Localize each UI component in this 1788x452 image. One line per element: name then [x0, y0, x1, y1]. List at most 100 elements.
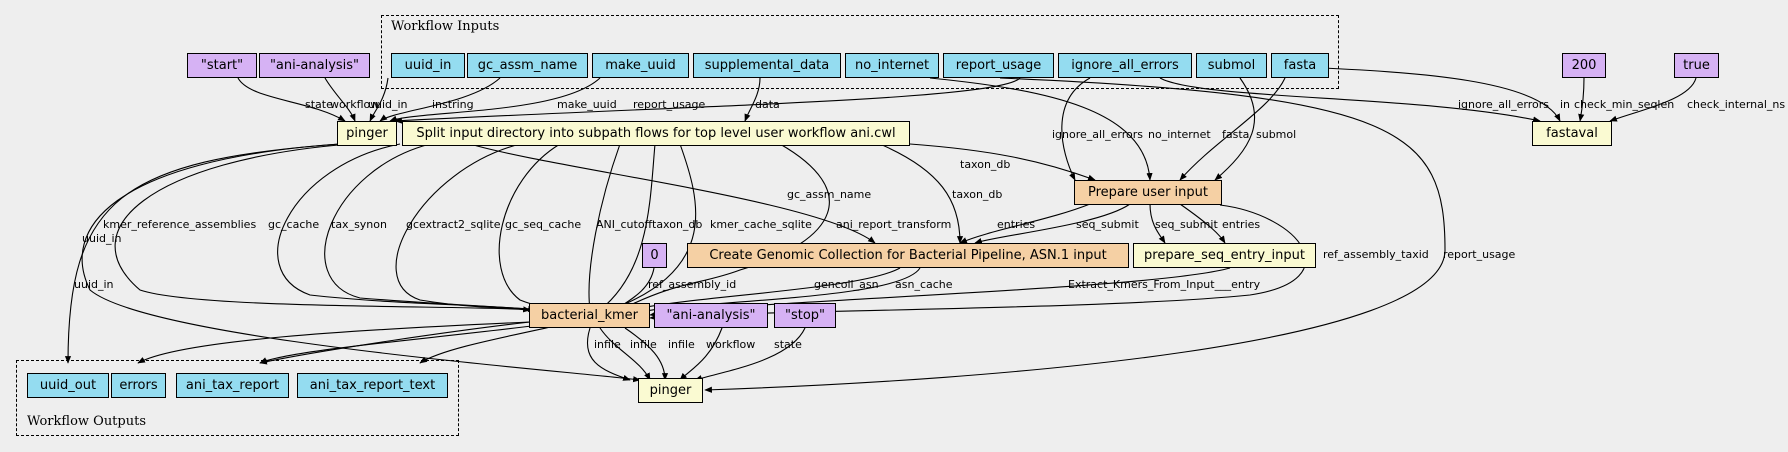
edge-label: asn_cache — [895, 278, 953, 291]
output-ani-tax-report[interactable]: ani_tax_report — [176, 373, 289, 398]
edge-label: instring — [432, 98, 474, 111]
input-make-uuid[interactable]: make_uuid — [592, 53, 689, 78]
edge-label: seq_submit — [1076, 218, 1139, 231]
edge-label: gencoll_asn — [814, 278, 879, 291]
edge-label: kmer_cache_sqlite — [710, 218, 812, 231]
edge-label: ani_report_transform — [836, 218, 951, 231]
edge-label: infile — [594, 338, 621, 351]
const-start[interactable]: "start" — [187, 53, 257, 78]
workflow-inputs-label: Workflow Inputs — [391, 19, 500, 34]
edge-report-pinger-bottom — [704, 77, 1446, 393]
edge-label: seq_submit — [1155, 218, 1218, 231]
input-report-usage[interactable]: report_usage — [943, 53, 1054, 78]
edge-label: state — [305, 98, 333, 111]
edge-split-cg-gcassm — [469, 143, 876, 244]
edge-pu-ps-seq — [1149, 203, 1166, 244]
input-gc-assm-name[interactable]: gc_assm_name — [467, 53, 588, 78]
edge-label: entries — [1222, 218, 1260, 231]
edge-label: gc_seq_cache — [505, 218, 581, 231]
input-no-internet[interactable]: no_internet — [845, 53, 939, 78]
edge-label: state — [774, 338, 802, 351]
edge-infile-2 — [599, 327, 651, 381]
edge-ignore-fastaval — [1159, 77, 1541, 123]
edge-label: infile — [630, 338, 657, 351]
edge-nointernet-pu — [929, 77, 1153, 181]
edge-label: submol — [1256, 128, 1296, 141]
workflow-inputs-cluster — [381, 15, 1339, 89]
edge-true-fastaval — [1609, 77, 1697, 122]
output-errors[interactable]: errors — [111, 373, 166, 398]
const-200[interactable]: 200 — [1562, 53, 1606, 78]
edge-200-fastaval — [1578, 77, 1585, 122]
edge-label: ANI_cutoff — [596, 218, 653, 231]
edge-pu-cg-entries — [959, 203, 1091, 244]
edge-label: gcextract2_sqlite — [406, 218, 501, 231]
output-ani-tax-report-text[interactable]: ani_tax_report_text — [297, 373, 448, 398]
edge-ani-tax-report2 — [259, 321, 531, 365]
edge-start-pinger — [237, 77, 346, 122]
edge-label: ignore_all_errors — [1458, 98, 1549, 111]
edge-label: workflow — [330, 98, 379, 111]
edge-state-bottom — [694, 327, 806, 382]
edge-uuid-pinger — [369, 77, 389, 122]
step-bacterial-kmer[interactable]: bacterial_kmer — [529, 303, 650, 328]
input-fasta[interactable]: fasta — [1271, 53, 1329, 78]
edge-label: ignore_all_errors — [1052, 128, 1143, 141]
edge-label: uuid_in — [82, 232, 122, 245]
edge-label: taxon_db — [652, 218, 702, 231]
edge-gcextract — [395, 143, 556, 313]
input-uuid-in[interactable]: uuid_in — [391, 53, 465, 78]
edge-tax-synon — [324, 143, 546, 313]
edge-supp-split — [744, 77, 761, 122]
edge-gc-pinger — [379, 77, 501, 122]
edge-label: ref_assembly_taxid — [1323, 248, 1429, 261]
edge-pu-ps-entries — [1179, 203, 1226, 244]
const-true[interactable]: true — [1674, 53, 1719, 78]
input-submol[interactable]: submol — [1196, 53, 1267, 78]
step-split-input[interactable]: Split input directory into subpath flows… — [402, 121, 910, 146]
edge-label: taxon_db — [952, 188, 1002, 201]
edge-ignore-pu — [1061, 77, 1091, 181]
edge-label: uuid_in — [74, 278, 114, 291]
edge-label: check_internal_ns — [1687, 98, 1785, 111]
step-pinger-bottom[interactable]: pinger — [638, 378, 703, 403]
output-uuid-out[interactable]: uuid_out — [27, 373, 109, 398]
edge-label: report_usage — [1443, 248, 1516, 261]
input-supplemental-data[interactable]: supplemental_data — [693, 53, 841, 78]
edge-pu-cg-seq — [974, 203, 1131, 244]
edge-split-cg-taxon — [879, 143, 964, 244]
edge-submol-pu — [1214, 77, 1256, 181]
const-ani-analysis[interactable]: "ani-analysis" — [259, 53, 370, 78]
edge-label: uuid_in — [368, 98, 408, 111]
edge-label: Extract_Kmers_From_Input___entry — [1068, 278, 1261, 291]
edge-uuid-pinger-bottom — [81, 143, 641, 383]
edge-label: entries — [997, 218, 1035, 231]
edge-label: kmer_reference_assemblies — [103, 218, 256, 231]
edge-split-pu — [909, 143, 1096, 181]
step-fastaval[interactable]: fastaval — [1532, 121, 1612, 146]
edge-errors — [137, 321, 531, 364]
edge-label: check_min_seqlen — [1574, 98, 1674, 111]
edge-kmer-cache — [609, 143, 697, 311]
edge-label: fasta — [1222, 128, 1249, 141]
edge-ani-tax-report-text — [419, 324, 561, 364]
edge-label: workflow — [706, 338, 755, 351]
step-prepare-seq-entry[interactable]: prepare_seq_entry_input — [1133, 243, 1316, 268]
edge-workflow-bottom — [679, 327, 723, 381]
const-ani-analysis-2[interactable]: "ani-analysis" — [654, 303, 768, 328]
input-ignore-all-errors[interactable]: ignore_all_errors — [1058, 53, 1192, 78]
const-stop[interactable]: "stop" — [774, 303, 836, 328]
edge-fasta-fastaval — [1299, 66, 1561, 122]
edge-infile-1 — [586, 327, 631, 381]
edge-label: gc_assm_name — [787, 188, 871, 201]
step-prepare-user-input[interactable]: Prepare user input — [1074, 180, 1222, 205]
step-create-genomic[interactable]: Create Genomic Collection for Bacterial … — [687, 243, 1129, 268]
workflow-outputs-cluster — [16, 360, 459, 436]
const-zero[interactable]: 0 — [642, 243, 667, 268]
edge-label: no_internet — [1148, 128, 1211, 141]
edge-label: taxon_db — [960, 158, 1010, 171]
step-pinger-top[interactable]: pinger — [337, 121, 397, 146]
edge-uuid-out — [64, 143, 341, 364]
edge-label: in — [1560, 98, 1570, 111]
